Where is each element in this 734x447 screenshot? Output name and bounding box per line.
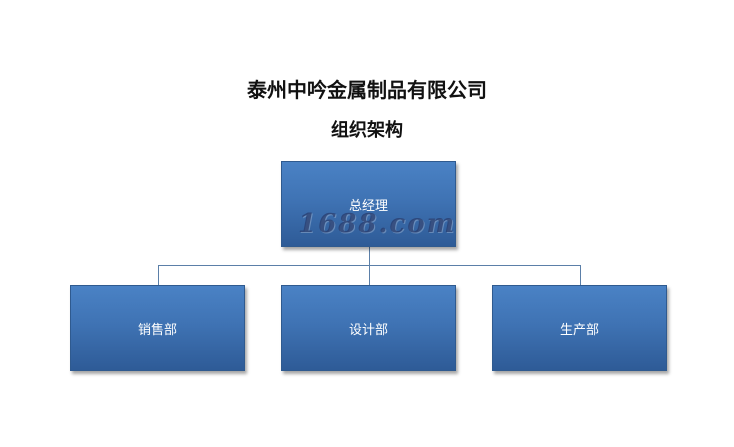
node-sales-label: 销售部: [137, 322, 177, 338]
node-general-manager-label: 总经理: [348, 198, 388, 214]
company-name: 泰州中吟金属制品有限公司: [247, 78, 487, 102]
chart-title-text: 组织架构: [331, 120, 403, 141]
connector-design: [369, 265, 370, 285]
node-production-department: 生产部: [492, 285, 667, 371]
node-design-department: 设计部: [281, 285, 456, 371]
connector-sales: [158, 265, 159, 285]
node-design-label: 设计部: [348, 322, 388, 338]
node-sales-department: 销售部: [70, 285, 245, 371]
node-general-manager: 总经理: [281, 161, 456, 247]
chart-title: 组织架构: [0, 116, 734, 142]
node-production-label: 生产部: [559, 322, 599, 338]
company-title: 泰州中吟金属制品有限公司: [0, 74, 734, 103]
watermark-logo: 1688.com: [298, 209, 457, 239]
connector-trunk: [369, 247, 370, 265]
connector-production: [580, 265, 581, 285]
